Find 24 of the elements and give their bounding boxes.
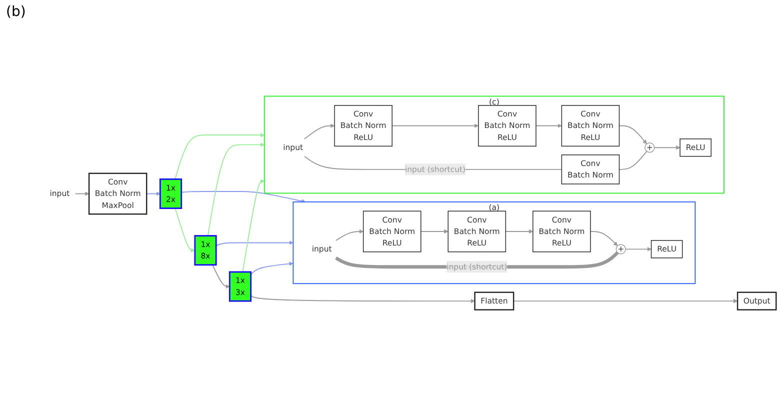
arrow — [146, 192, 160, 196]
arrow — [536, 124, 562, 128]
arrow — [180, 191, 306, 204]
arrow — [335, 229, 364, 241]
arrow — [174, 133, 265, 180]
arrow — [392, 124, 479, 128]
arrow — [212, 264, 230, 289]
arrow — [625, 247, 652, 252]
arrow — [216, 240, 294, 246]
arrow — [590, 231, 618, 246]
arrow — [174, 208, 196, 252]
arrow — [618, 125, 647, 144]
arrow — [654, 145, 680, 150]
arrow — [250, 294, 475, 304]
arrow — [304, 124, 335, 140]
arrow — [505, 229, 534, 234]
panel-label: (b) — [6, 4, 26, 20]
arrow — [250, 262, 294, 276]
arrow — [242, 179, 265, 272]
connector — [618, 150, 648, 170]
arrow — [513, 298, 738, 304]
arrow — [420, 229, 448, 234]
arrow — [74, 192, 90, 196]
arrow — [207, 142, 265, 236]
